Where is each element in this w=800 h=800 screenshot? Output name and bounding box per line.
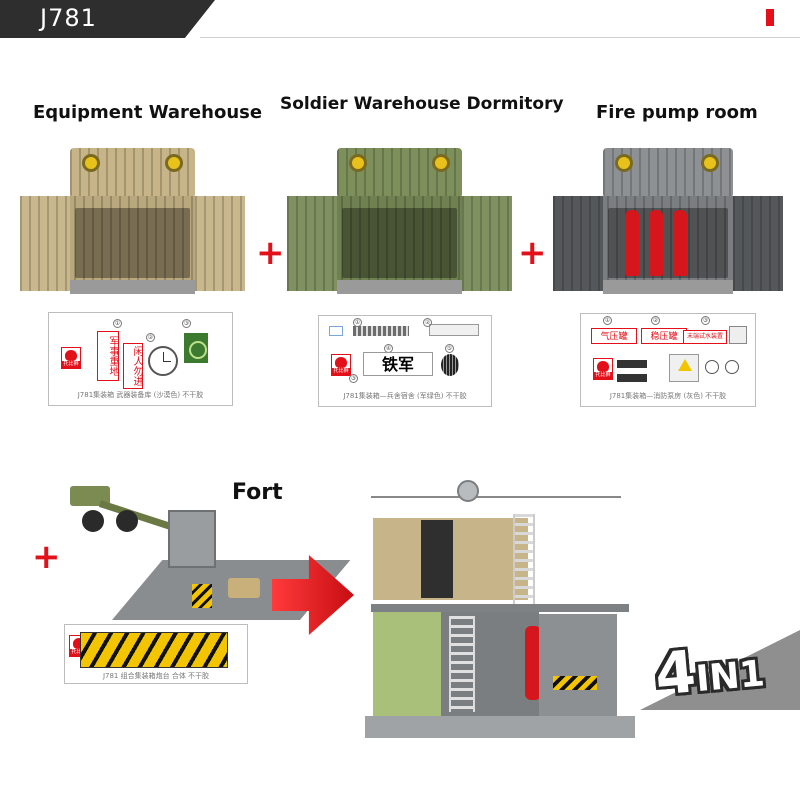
yellow-knob-icon: [165, 154, 183, 172]
plus-icon: +: [256, 233, 285, 273]
plus-icon: +: [32, 537, 61, 577]
gauge-icon: [705, 360, 719, 374]
red-tank-icon: [625, 210, 639, 276]
sticker-card-pump: ① ② ③ 气压罐 稳压罐 末端试水装置 托比狮 J781集装箱—消防泵房 (灰…: [580, 313, 756, 407]
sticker-number: ②: [146, 333, 155, 342]
barbed-wire: [371, 496, 621, 498]
sandbag-icon: [228, 578, 260, 598]
container-door-right: [462, 196, 512, 291]
combined-fort-model: [365, 480, 640, 745]
header-bar: [0, 0, 215, 38]
container-door-right: [733, 196, 783, 291]
lion-icon: [597, 361, 609, 372]
container-door-left: [287, 196, 337, 291]
fort-wall: [168, 510, 216, 568]
switch-panel-icon: [729, 326, 747, 344]
dormitory-model: [287, 148, 512, 294]
brand-logo: 托比狮: [61, 347, 81, 369]
brand-logo: 托比狮: [593, 358, 613, 380]
set-title-pump: Fire pump room: [596, 102, 758, 123]
container-base: [70, 280, 195, 294]
sign-military-zone: 军事重地: [97, 331, 119, 381]
yellow-knob-icon: [615, 154, 633, 172]
plus-icon: +: [518, 233, 547, 273]
yellow-knob-icon: [432, 154, 450, 172]
sign-no-entry: 闲人勿进: [123, 343, 143, 389]
barrier-icon: [192, 584, 212, 608]
barrier-icon: [553, 676, 597, 690]
middle-deck: [371, 604, 629, 612]
four-in-one-badge: 4IN1: [652, 637, 767, 709]
sticker-number: ⑤: [445, 344, 454, 353]
card-caption: J781集装箱—消防泵房 (灰色) 不干胶: [609, 392, 727, 400]
hazard-stripe-sticker: [80, 632, 228, 668]
sticker-number: ①: [353, 318, 362, 327]
grille-icon: [441, 354, 459, 376]
red-tank-icon: [525, 626, 541, 700]
card-caption: J781集装箱—兵舍宿舍 (军绿色) 不干胶: [343, 392, 467, 400]
container-roof: [337, 148, 462, 198]
sign-stabilizer-tank: 稳压罐: [641, 328, 687, 344]
card-caption: J781集装箱 武器装备库 (沙漠色) 不干胶: [77, 391, 204, 399]
hazard-icon: [678, 359, 692, 371]
lion-icon: [65, 350, 77, 361]
ladder-icon: [449, 616, 475, 712]
lower-right-container: [539, 614, 617, 718]
container-interior: [342, 208, 457, 278]
container-door-left: [20, 196, 70, 291]
calligraphy-sticker: 铁军: [363, 352, 433, 376]
set-title-dormitory: Soldier Warehouse Dormitory: [280, 94, 564, 114]
sign-pressure-tank: 气压罐: [591, 328, 637, 344]
equipment-warehouse-model: [20, 148, 245, 294]
sticker-card-dormitory: ① ② 托比狮 ④ 铁军 ③ ⑤ J781集装箱—兵舍宿舍 (军绿色) 不干胶: [318, 315, 492, 407]
container-door-right: [195, 196, 245, 291]
label-strip: [617, 360, 647, 368]
sign-test-device: 末端试水装置: [683, 330, 727, 344]
vent-sticker: [353, 326, 409, 336]
label-strip: [617, 374, 647, 382]
target-icon: [184, 333, 208, 363]
product-code: J781: [40, 4, 97, 32]
brand-logo: 托比狮: [331, 354, 351, 376]
sticker-number: ②: [423, 318, 432, 327]
set-title-equipment: Equipment Warehouse: [33, 102, 263, 123]
wheel-icon: [116, 510, 138, 532]
warning-panel: [669, 354, 699, 382]
wheel-icon: [82, 510, 104, 532]
howitzer-model: [60, 480, 210, 541]
clock-icon: [148, 346, 178, 376]
sticker-number: ③: [701, 316, 710, 325]
gauge-icon: [725, 360, 739, 374]
sticker-card-equipment: 托比狮 ① ② ③ 军事重地 闲人勿进 J781集装箱 武器装备库 (沙漠色) …: [48, 312, 233, 406]
lion-icon: [335, 357, 347, 368]
fort-title: Fort: [232, 480, 283, 505]
red-flag-icon: [766, 9, 774, 26]
fire-pump-room-model: [553, 148, 783, 294]
card-caption: J781 组合集装箱炮台 合体 不干胶: [102, 672, 210, 680]
sticker-number: ①: [113, 319, 122, 328]
panel-sticker: [429, 324, 479, 336]
sticker-number: ②: [651, 316, 660, 325]
header-divider: [200, 37, 800, 38]
container-door-left: [553, 196, 603, 291]
sticker-number: ③: [349, 374, 358, 383]
ladder-icon: [513, 514, 535, 610]
red-tank-icon: [673, 210, 687, 276]
yellow-knob-icon: [82, 154, 100, 172]
lion-icon: [73, 638, 85, 649]
sticker-number: ①: [603, 316, 612, 325]
yellow-knob-icon: [701, 154, 719, 172]
container-base: [603, 280, 733, 294]
searchlight-icon: [457, 480, 479, 502]
lower-green-container: [373, 612, 441, 718]
snowflake-icon: [329, 326, 343, 336]
container-base: [337, 280, 462, 294]
ground-baseplate: [365, 716, 635, 738]
sticker-number: ③: [182, 319, 191, 328]
upper-doorway: [421, 520, 453, 598]
yellow-knob-icon: [349, 154, 367, 172]
red-tank-icon: [649, 210, 663, 276]
container-interior: [75, 208, 190, 278]
